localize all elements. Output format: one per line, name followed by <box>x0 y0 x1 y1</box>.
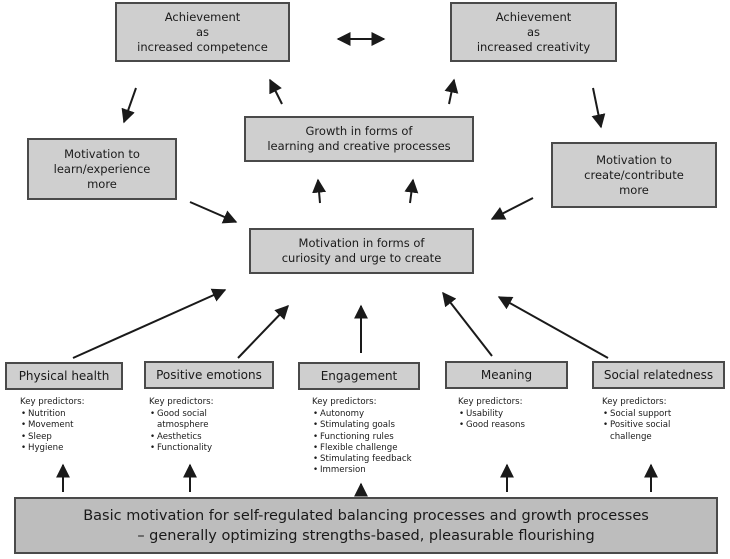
pillar-predictors-engagement: Key predictors: Autonomy Stimulating goa… <box>312 397 437 477</box>
arrow-emotions-to-forms <box>237 304 289 359</box>
motivation-learn-box: Motivation to learn/experience more <box>27 138 177 200</box>
predictor-item: Functioning rules <box>312 432 437 443</box>
box-line: curiosity and urge to create <box>281 251 442 265</box>
box-line: Motivation to <box>64 146 140 161</box>
predictor-item: Sleep <box>20 432 120 443</box>
arrow-forms-to-growth-left <box>312 178 327 204</box>
motivation-create-box: Motivation to create/contribute more <box>551 142 717 208</box>
pillar-social-relatedness: Social relatedness <box>592 361 725 389</box>
box-line: create/contribute <box>584 167 684 182</box>
predictors-heading: Key predictors: <box>312 397 377 407</box>
pillar-label: Positive emotions <box>156 368 262 382</box>
predictors-heading: Key predictors: <box>602 397 667 407</box>
basic-motivation-box: Basic motivation for self-regulated bala… <box>14 497 718 554</box>
arrow-forms-to-growth-right <box>404 178 419 204</box>
basic-line: Basic motivation for self-regulated bala… <box>83 507 649 524</box>
pillar-label: Meaning <box>480 368 533 382</box>
pillar-label: Engagement <box>320 369 398 383</box>
box-line: more <box>619 182 649 197</box>
predictor-item: Stimulating feedback <box>312 454 437 465</box>
box-line: Motivation to <box>596 152 672 167</box>
arrow-growth-to-competence <box>269 78 283 105</box>
box-line: as <box>526 24 541 39</box>
pillar-meaning: Meaning <box>445 361 568 389</box>
box-line: more <box>87 176 117 191</box>
achievement-competence-box: Achievement as increased competence <box>115 2 290 62</box>
predictors-heading: Key predictors: <box>20 397 85 407</box>
predictors-heading: Key predictors: <box>458 397 523 407</box>
arrow-create-to-forms <box>490 197 534 220</box>
arrow-physical-to-forms <box>72 288 227 359</box>
pillar-label: Physical health <box>18 369 110 383</box>
arrow-social-to-forms <box>497 296 609 359</box>
box-line: Motivation in forms of <box>298 236 425 250</box>
box-line: Achievement <box>164 9 241 24</box>
arrow-growth-to-creativity <box>444 78 459 105</box>
motivation-forms-box: Motivation in forms of curiosity and urg… <box>249 228 474 274</box>
pillar-positive-emotions: Positive emotions <box>144 361 274 389</box>
predictor-item: Aesthetics <box>149 432 259 443</box>
pillar-engagement: Engagement <box>298 362 420 390</box>
predictor-item: Immersion <box>312 465 437 476</box>
predictor-item: Stimulating goals <box>312 420 437 431</box>
arrow-creativity-to-create <box>591 87 606 129</box>
box-line: learn/experience <box>53 161 151 176</box>
predictor-item: Hygiene <box>20 443 120 454</box>
box-line: Achievement <box>495 9 572 24</box>
box-line: increased creativity <box>476 39 591 54</box>
pillar-predictors-positive-emotions: Key predictors: Good social atmosphere A… <box>149 397 259 454</box>
predictor-item: Social support <box>602 409 702 420</box>
arrow-competence-to-learn <box>121 87 137 124</box>
achievement-creativity-box: Achievement as increased creativity <box>450 2 617 62</box>
pillar-label: Social relatedness <box>603 368 714 382</box>
basic-line: – generally optimizing strengths-based, … <box>137 527 595 544</box>
pillar-physical-health: Physical health <box>5 362 123 390</box>
predictor-item: Autonomy <box>312 409 437 420</box>
predictors-heading: Key predictors: <box>149 397 214 407</box>
predictor-item: Usability <box>458 409 558 420</box>
pillar-predictors-social-relatedness: Key predictors: Social support Positive … <box>602 397 702 443</box>
predictor-item: Nutrition <box>20 409 120 420</box>
box-line: increased competence <box>137 39 268 54</box>
pillar-predictors-physical-health: Key predictors: Nutrition Movement Sleep… <box>20 397 120 454</box>
growth-box: Growth in forms of learning and creative… <box>244 116 474 162</box>
box-line: as <box>195 24 210 39</box>
predictor-item: Good social atmosphere <box>149 409 259 431</box>
box-line: learning and creative processes <box>267 139 451 153</box>
predictor-item: Good reasons <box>458 420 558 431</box>
pillar-predictors-meaning: Key predictors: Usability Good reasons <box>458 397 558 432</box>
box-line: Growth in forms of <box>305 124 413 138</box>
arrow-learn-to-forms <box>189 201 238 224</box>
predictor-item: Positive social challenge <box>602 420 702 442</box>
predictor-item: Functionality <box>149 443 259 454</box>
arrow-meaning-to-forms <box>442 291 493 357</box>
predictor-item: Flexible challenge <box>312 443 437 454</box>
predictor-item: Movement <box>20 420 120 431</box>
